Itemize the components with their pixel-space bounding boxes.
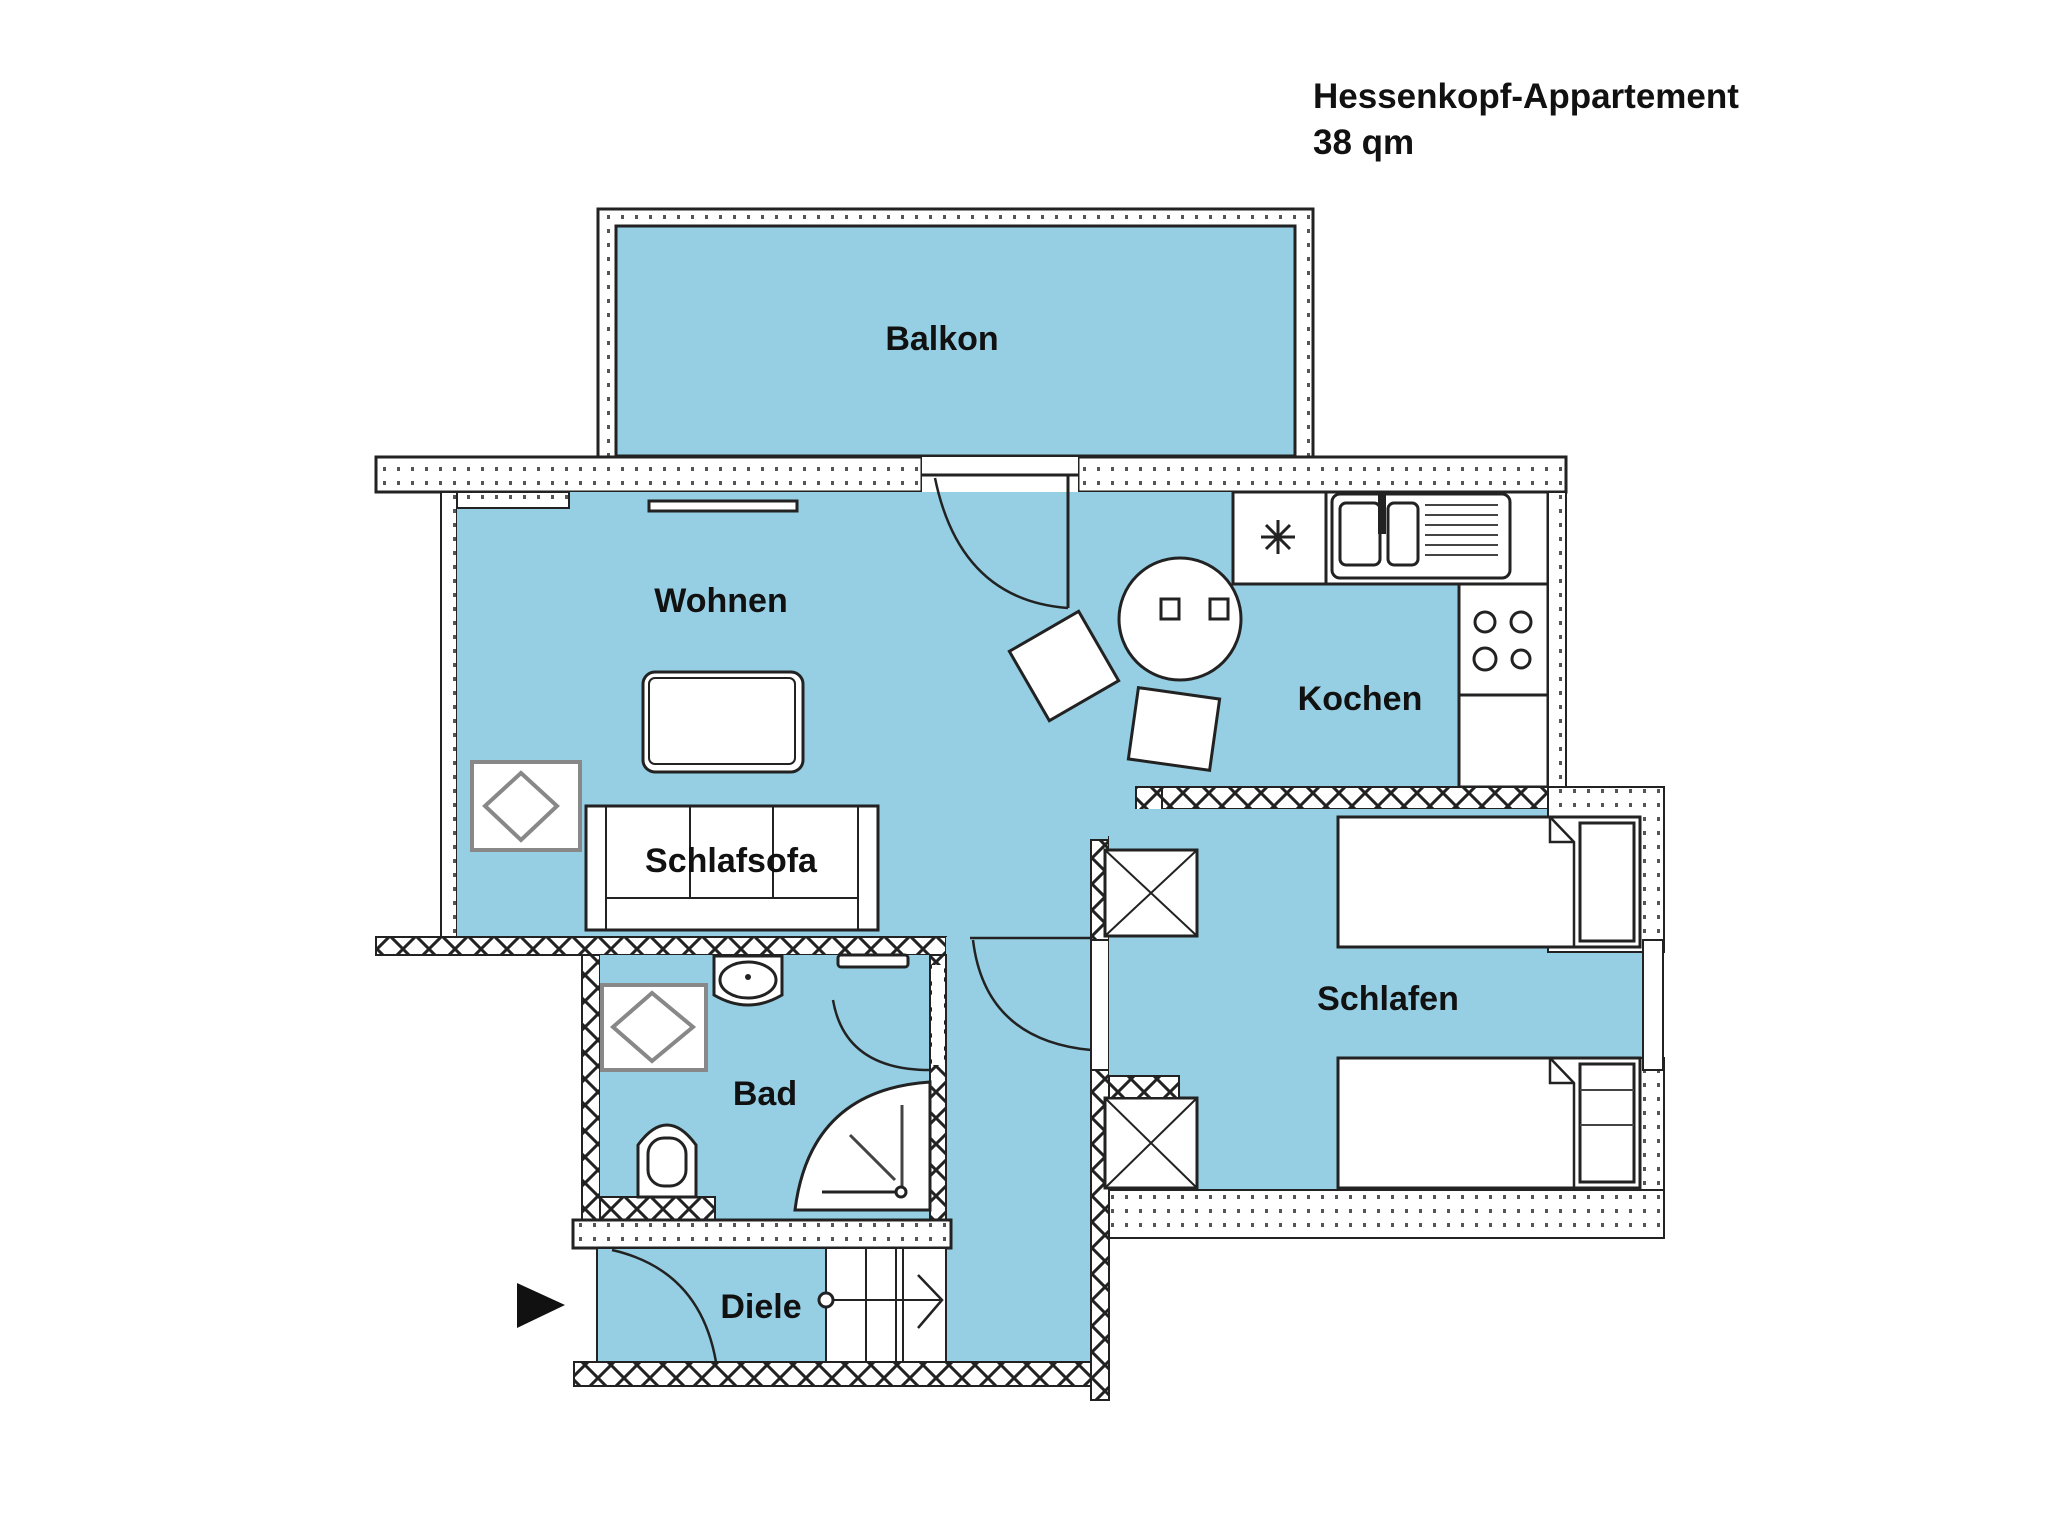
toilet-icon	[636, 1123, 698, 1199]
entrance-arrow-icon	[517, 1283, 565, 1328]
washing-machine-icon	[600, 983, 708, 1072]
bath-door-swing	[831, 999, 931, 1072]
room-schlafen	[1103, 786, 1665, 1239]
exterior-wall-bottom	[573, 1361, 1095, 1387]
washbasin-icon	[712, 954, 784, 1007]
label-balkon: Balkon	[885, 320, 998, 358]
balcony	[596, 207, 1315, 471]
label-wohnen: Wohnen	[654, 582, 787, 620]
balcony-door	[922, 457, 1078, 610]
interior-wall	[571, 1218, 953, 1250]
plan-title-block: Hessenkopf-Appartement 38 qm	[1313, 74, 1739, 166]
hallway	[946, 937, 1091, 1362]
stove-icon	[1472, 610, 1533, 672]
shower-icon	[793, 1080, 932, 1212]
wardrobe-icon	[1103, 848, 1199, 1190]
armchair-icon	[470, 760, 582, 852]
apartment-area: 38 qm	[1313, 123, 1415, 162]
sofa	[584, 804, 880, 932]
fridge-icon	[1261, 520, 1295, 554]
label-kochen: Kochen	[1298, 680, 1423, 718]
room-diele	[596, 1247, 947, 1363]
room-bad	[581, 953, 947, 1221]
exterior-wall-top	[374, 455, 1568, 494]
label-diele: Diele	[720, 1288, 801, 1326]
coffee-table	[641, 670, 805, 774]
bedroom-door-swing	[970, 936, 1092, 1052]
sink-icon	[1330, 492, 1512, 580]
label-schlafsofa: Schlafsofa	[645, 842, 818, 880]
apartment-name: Hessenkopf-Appartement	[1313, 77, 1739, 116]
label-schlafen: Schlafen	[1317, 980, 1459, 1018]
dining-table	[1007, 556, 1243, 773]
towel-rail	[836, 953, 910, 969]
room-kochen	[1007, 490, 1567, 789]
interior-wall	[375, 936, 947, 956]
bed-icon	[1336, 815, 1642, 1190]
label-bad: Bad	[733, 1075, 797, 1113]
